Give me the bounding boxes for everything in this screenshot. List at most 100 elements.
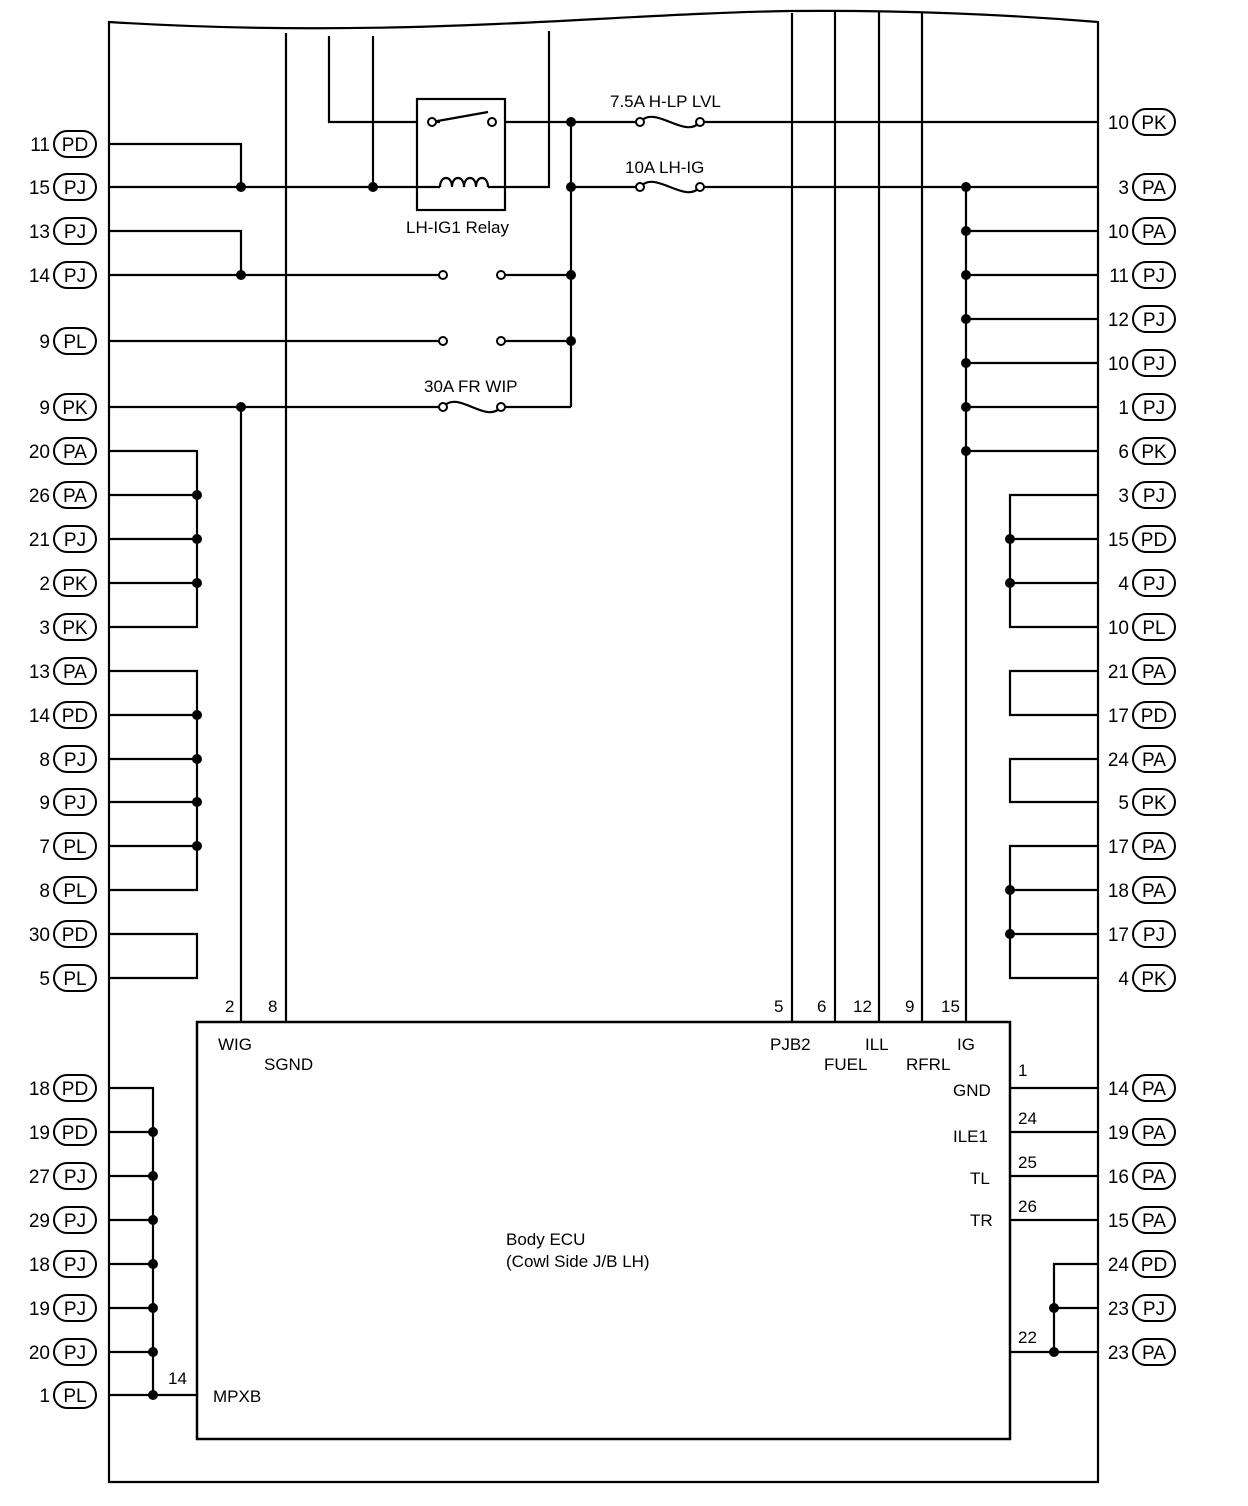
- connector-pin-number: 20: [29, 1343, 50, 1364]
- connector-code: PJ: [64, 750, 86, 771]
- fuse-lh-ig-label: 10A LH-IG: [625, 158, 704, 177]
- connector-badge: [53, 1074, 97, 1102]
- connector-code: PJ: [1143, 398, 1165, 419]
- connector-pin-number: 10: [1108, 354, 1129, 375]
- pin-number-ill: 12: [853, 997, 872, 1016]
- junction-block-outline: [107, 9, 1100, 1484]
- connector-badge: [53, 788, 97, 816]
- lh-ig1-relay: [415, 97, 507, 212]
- connector-pin-number: 5: [39, 969, 50, 990]
- ecu-title-line2: (Cowl Side J/B LH): [506, 1252, 650, 1271]
- connector-pin-number: 1: [1118, 398, 1129, 419]
- connector-badge: [1132, 745, 1176, 773]
- connector-badge: [53, 657, 97, 685]
- connector-pin-number: 5: [1118, 793, 1129, 814]
- connector-code: PK: [1141, 969, 1167, 990]
- connector-code: PD: [62, 1079, 88, 1100]
- connector-pin-number: 19: [29, 1123, 50, 1144]
- connector-pin-number: 18: [29, 1079, 50, 1100]
- connector-code: PD: [1141, 706, 1167, 727]
- ecu-pin-mpxb: MPXB: [213, 1387, 261, 1406]
- fuse-fr-wip: [438, 400, 506, 414]
- connector-code: PJ: [64, 1211, 86, 1232]
- connector-code: PA: [1142, 178, 1166, 199]
- connector-badge: [1132, 108, 1176, 136]
- connector-badge: [53, 920, 97, 948]
- connector-code: PA: [1142, 837, 1166, 858]
- connector-left: 8 PJ: [39, 745, 97, 773]
- connector-code: PK: [1141, 793, 1167, 814]
- connector-code: PA: [1142, 1123, 1166, 1144]
- junction-dots: [148, 117, 1059, 1400]
- body-ecu-box: [195, 1020, 1012, 1441]
- connector-pin-number: 4: [1118, 969, 1129, 990]
- connector-badge: [53, 437, 97, 465]
- connector-badge: [1132, 305, 1176, 333]
- connector-badge: [53, 964, 97, 992]
- connector-pin-number: 1: [39, 1386, 50, 1407]
- connector-badge: [1132, 1206, 1176, 1234]
- connector-code: PL: [63, 969, 86, 990]
- connector-pin-number: 8: [39, 750, 50, 771]
- fuse-lh-ig: [635, 180, 705, 194]
- connector-pin-number: 3: [1118, 178, 1129, 199]
- connector-code: PJ: [64, 1343, 86, 1364]
- connector-code: PJ: [1143, 266, 1165, 287]
- connector-badge: [53, 393, 97, 421]
- connector-right: 1 PJ: [1118, 393, 1176, 421]
- connector-badge: [53, 569, 97, 597]
- connector-pin-number: 3: [1118, 486, 1129, 507]
- connector-pin-number: 23: [1108, 1343, 1129, 1364]
- connector-code: PA: [63, 486, 87, 507]
- connector-left: 5 PL: [39, 964, 97, 992]
- connector-badge: [53, 525, 97, 553]
- connector-right: 17 PA: [1108, 832, 1176, 860]
- pin-number-ile1: 24: [1018, 1109, 1037, 1128]
- connector-code: PL: [63, 332, 86, 353]
- connector-badge: [53, 261, 97, 289]
- ecu-pin-fuel: FUEL: [824, 1055, 867, 1074]
- connector-badge: [53, 217, 97, 245]
- connector-code: PJ: [64, 222, 86, 243]
- connector-right: 3 PA: [1118, 173, 1176, 201]
- connector-code: PJ: [64, 266, 86, 287]
- ecu-pin-ig: IG: [957, 1035, 975, 1054]
- connector-pin-number: 17: [1108, 837, 1129, 858]
- connector-badge: [1132, 349, 1176, 377]
- connector-badge: [53, 1381, 97, 1409]
- connector-pin-number: 24: [1108, 750, 1130, 771]
- connector-code: PK: [1141, 442, 1167, 463]
- connector-badge: [1132, 437, 1176, 465]
- connector-pin-number: 14: [1108, 1079, 1130, 1100]
- relay-label: LH-IG1 Relay: [406, 218, 509, 237]
- ecu-pin-tl: TL: [970, 1169, 990, 1188]
- connector-badge: [1132, 1250, 1176, 1278]
- connector-pin-number: 17: [1108, 925, 1129, 946]
- connector-left: 18 PD: [29, 1074, 97, 1102]
- connector-badge: [1132, 1118, 1176, 1146]
- connector-code: PA: [1142, 750, 1166, 771]
- connector-right: 4 PK: [1118, 964, 1176, 992]
- connector-badge: [53, 745, 97, 773]
- connector-pin-number: 18: [29, 1255, 50, 1276]
- connector-pin-number: 13: [29, 222, 50, 243]
- connector-badge: [53, 876, 97, 904]
- connector-code: PD: [62, 706, 88, 727]
- connector-code: PK: [62, 398, 88, 419]
